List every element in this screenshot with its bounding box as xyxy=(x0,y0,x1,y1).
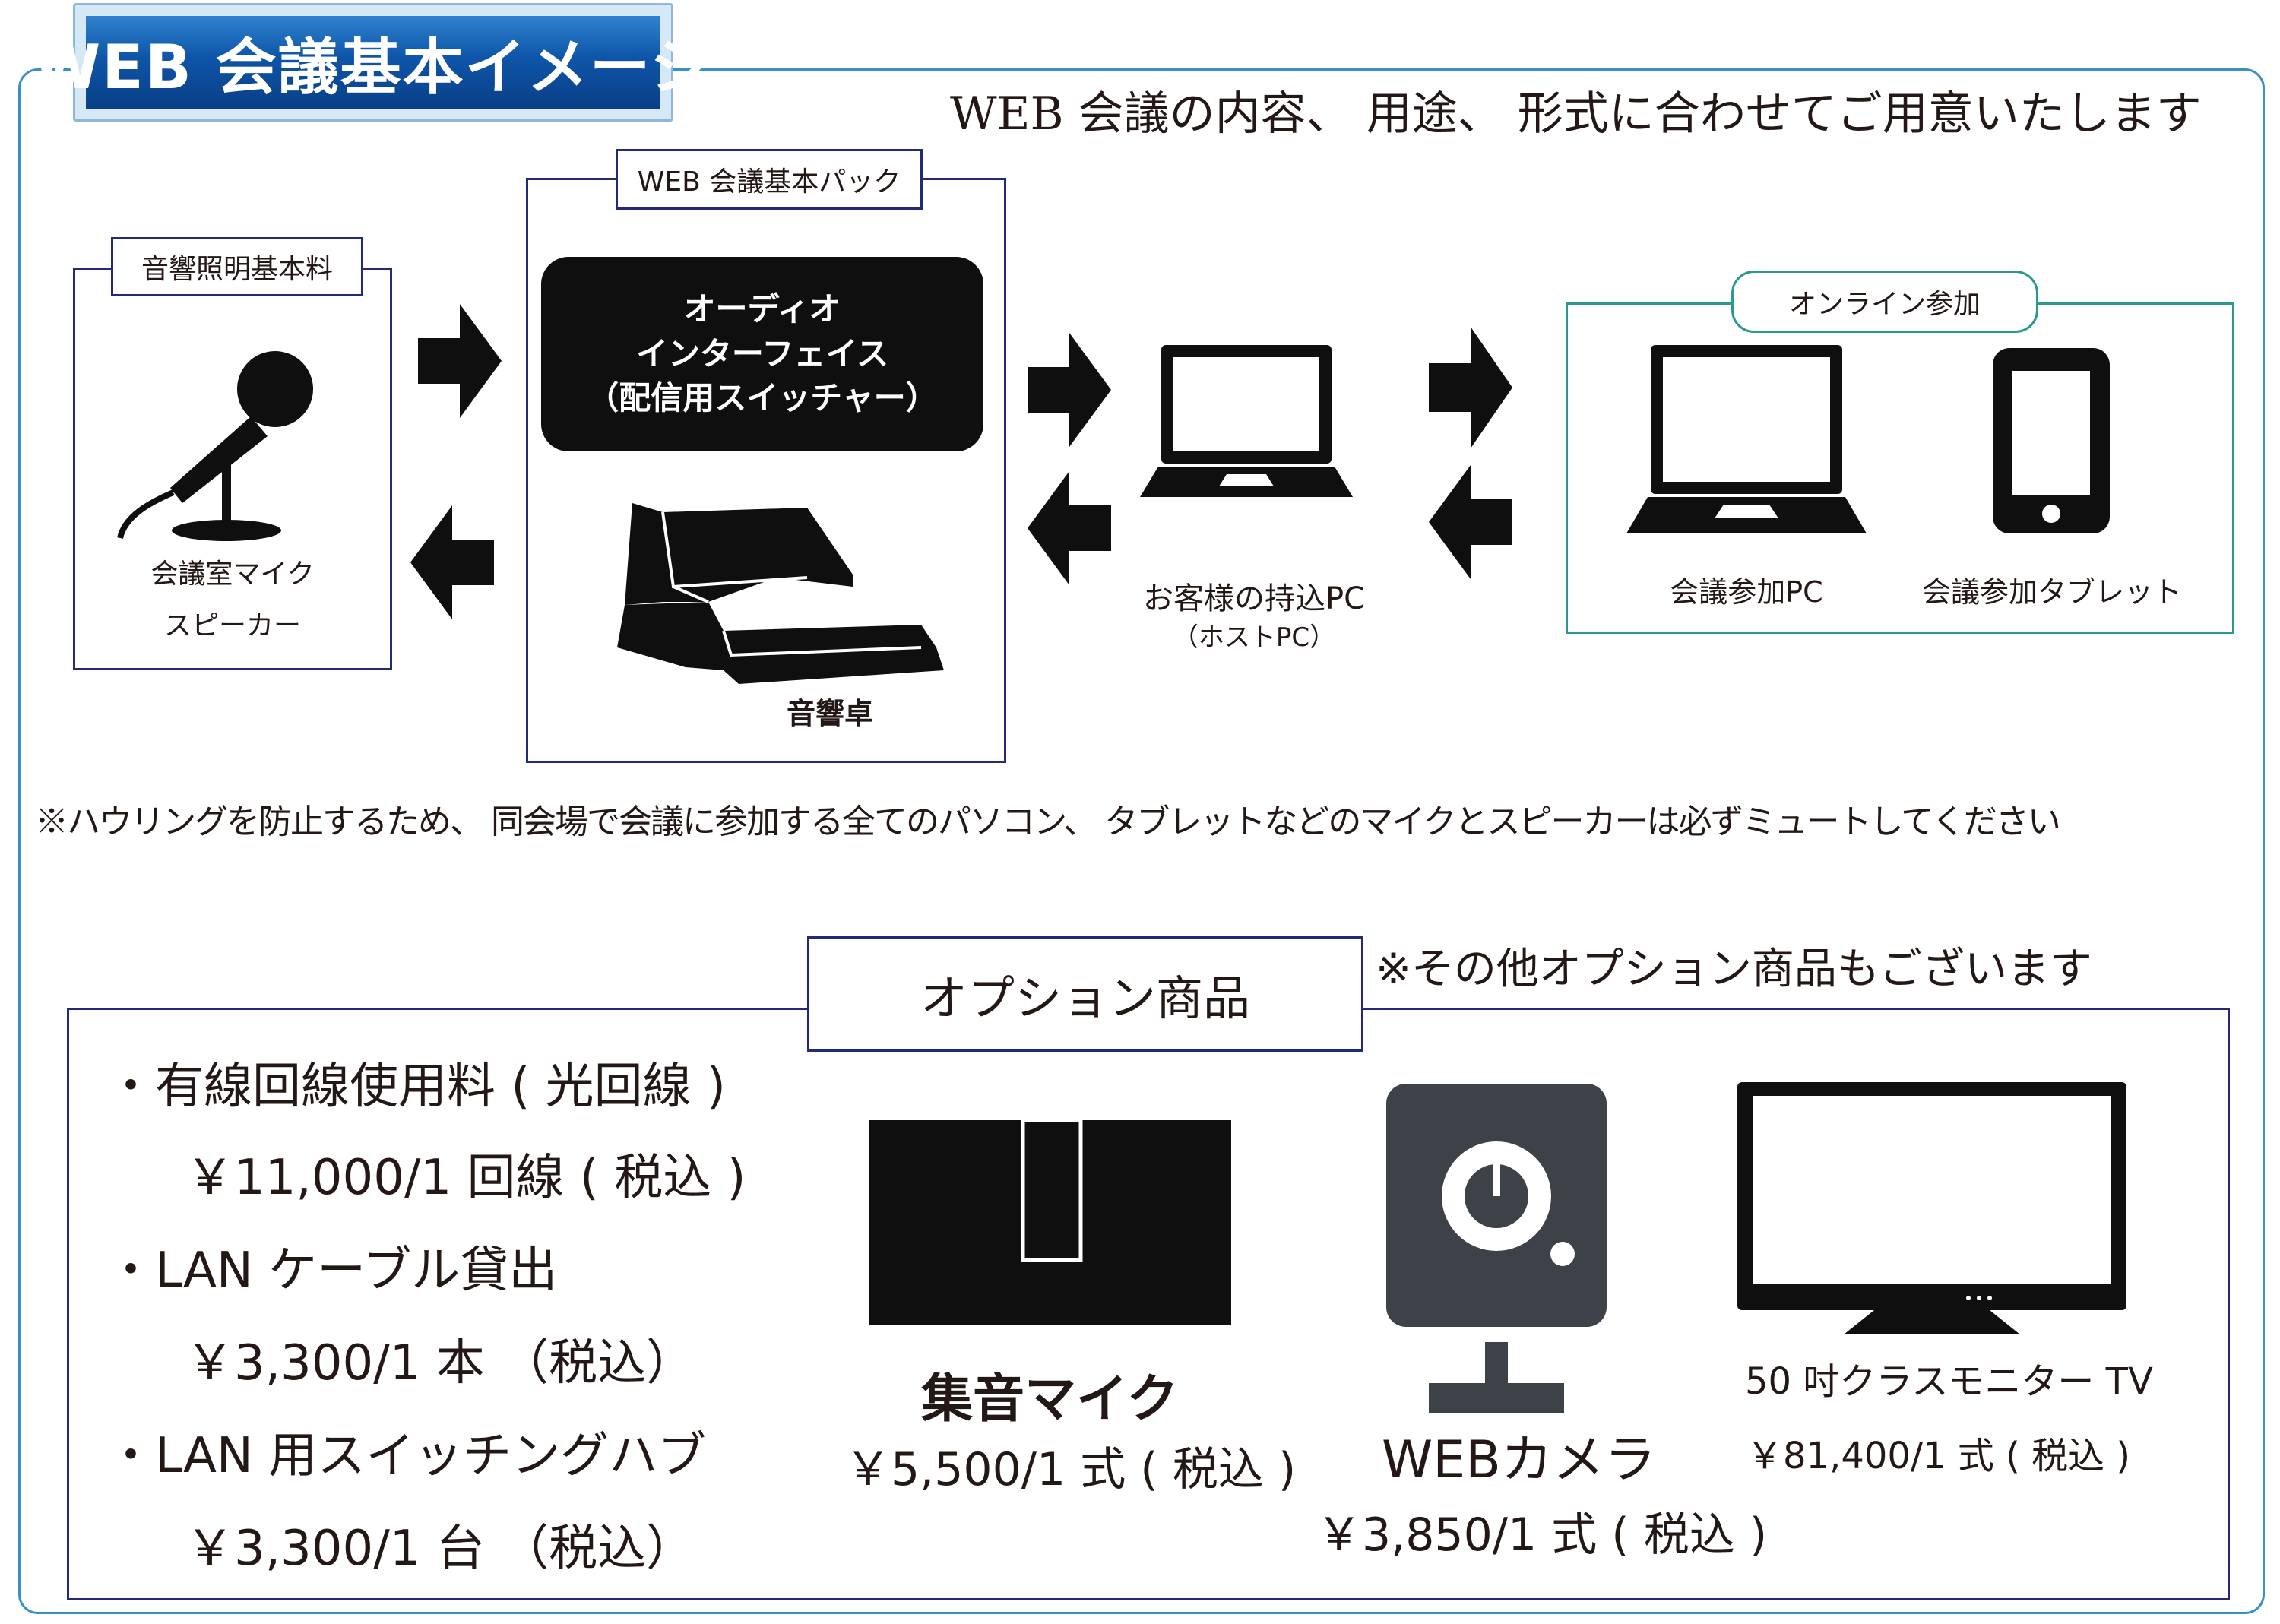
option-item-name: ・LAN 用スイッチングハブ xyxy=(106,1428,707,1484)
laptop-icon xyxy=(1140,345,1353,497)
option-item-name: ・LAN ケーブル貸出 xyxy=(106,1243,558,1299)
tablet-icon xyxy=(1993,348,2110,533)
option-item-price: ￥11,000/1 回線 ( 税込 ) xyxy=(185,1150,746,1206)
tv-monitor-icon xyxy=(1737,1082,2126,1334)
option-item-price: ￥3,300/1 台 （税込） xyxy=(185,1521,695,1577)
mic-label-line1: 会議室マイク xyxy=(150,559,315,590)
host-pc-sublabel: （ホストPC） xyxy=(1172,622,1336,653)
microphone-icon xyxy=(117,351,313,541)
webcam-icon xyxy=(1386,1084,1607,1413)
sound-basic-label: 音響照明基本料 xyxy=(111,237,363,296)
product-name: 集音マイク xyxy=(921,1369,1179,1429)
arrow-left-icon xyxy=(410,505,494,619)
audio-interface-line2: インターフェイス xyxy=(635,334,889,372)
mic-label-line2: スピーカー xyxy=(163,610,301,641)
conference-mic-icon xyxy=(869,1120,1231,1325)
product-price: ￥5,500/1 式 ( 税込 ) xyxy=(845,1443,1297,1496)
options-other-note: ※その他オプション商品もございます xyxy=(1376,945,2092,994)
product-name: WEBカメラ xyxy=(1382,1430,1656,1490)
page-title: WEB 会議基本イメージ xyxy=(33,16,711,109)
laptop-icon xyxy=(1626,345,1867,533)
arrow-right-icon xyxy=(418,304,502,418)
option-item-name: ・有線回線使用料 ( 光回線 ) xyxy=(106,1059,726,1115)
arrow-right-icon xyxy=(1429,327,1512,448)
mixer-icon xyxy=(617,503,944,684)
basic-pack-label: WEB 会議基本パック xyxy=(616,149,923,210)
audio-interface-box: オーディオ インターフェイス （配信用スイッチャー） xyxy=(541,257,983,451)
product-price: ￥81,400/1 式 ( 税込 ) xyxy=(1746,1435,2131,1477)
product-name: 50 吋クラスモニター TV xyxy=(1745,1360,2153,1403)
sound-basic-box xyxy=(73,268,392,670)
page-subtitle: WEB 会議の内容、 用途、 形式に合わせてご用意いたします xyxy=(950,87,2202,141)
online-pc-label: 会議参加PC xyxy=(1670,575,1823,609)
options-title: オプション商品 xyxy=(807,936,1363,1052)
audio-interface-line3: （配信用スイッチャー） xyxy=(587,379,938,417)
arrow-right-icon xyxy=(1028,333,1111,447)
option-item-price: ￥3,300/1 本 （税込） xyxy=(185,1335,695,1391)
title-badge: WEB 会議基本イメージ xyxy=(33,3,711,122)
online-label: オンライン参加 xyxy=(1731,271,2038,333)
arrow-left-icon xyxy=(1429,465,1512,579)
mixer-label: 音響卓 xyxy=(786,697,873,730)
host-pc-label: お客様の持込PC xyxy=(1142,581,1366,616)
arrow-left-icon xyxy=(1028,471,1111,585)
online-tablet-label: 会議参加タブレット xyxy=(1921,575,2182,609)
audio-interface-line1: オーディオ xyxy=(683,290,841,328)
product-price: ￥3,850/1 式 ( 税込 ) xyxy=(1316,1508,1768,1562)
outer-frame xyxy=(18,68,2265,1614)
warning-note: ※ハウリングを防止するため、 同会場で会議に参加する全てのパソコン、 タブレット… xyxy=(35,803,2061,841)
